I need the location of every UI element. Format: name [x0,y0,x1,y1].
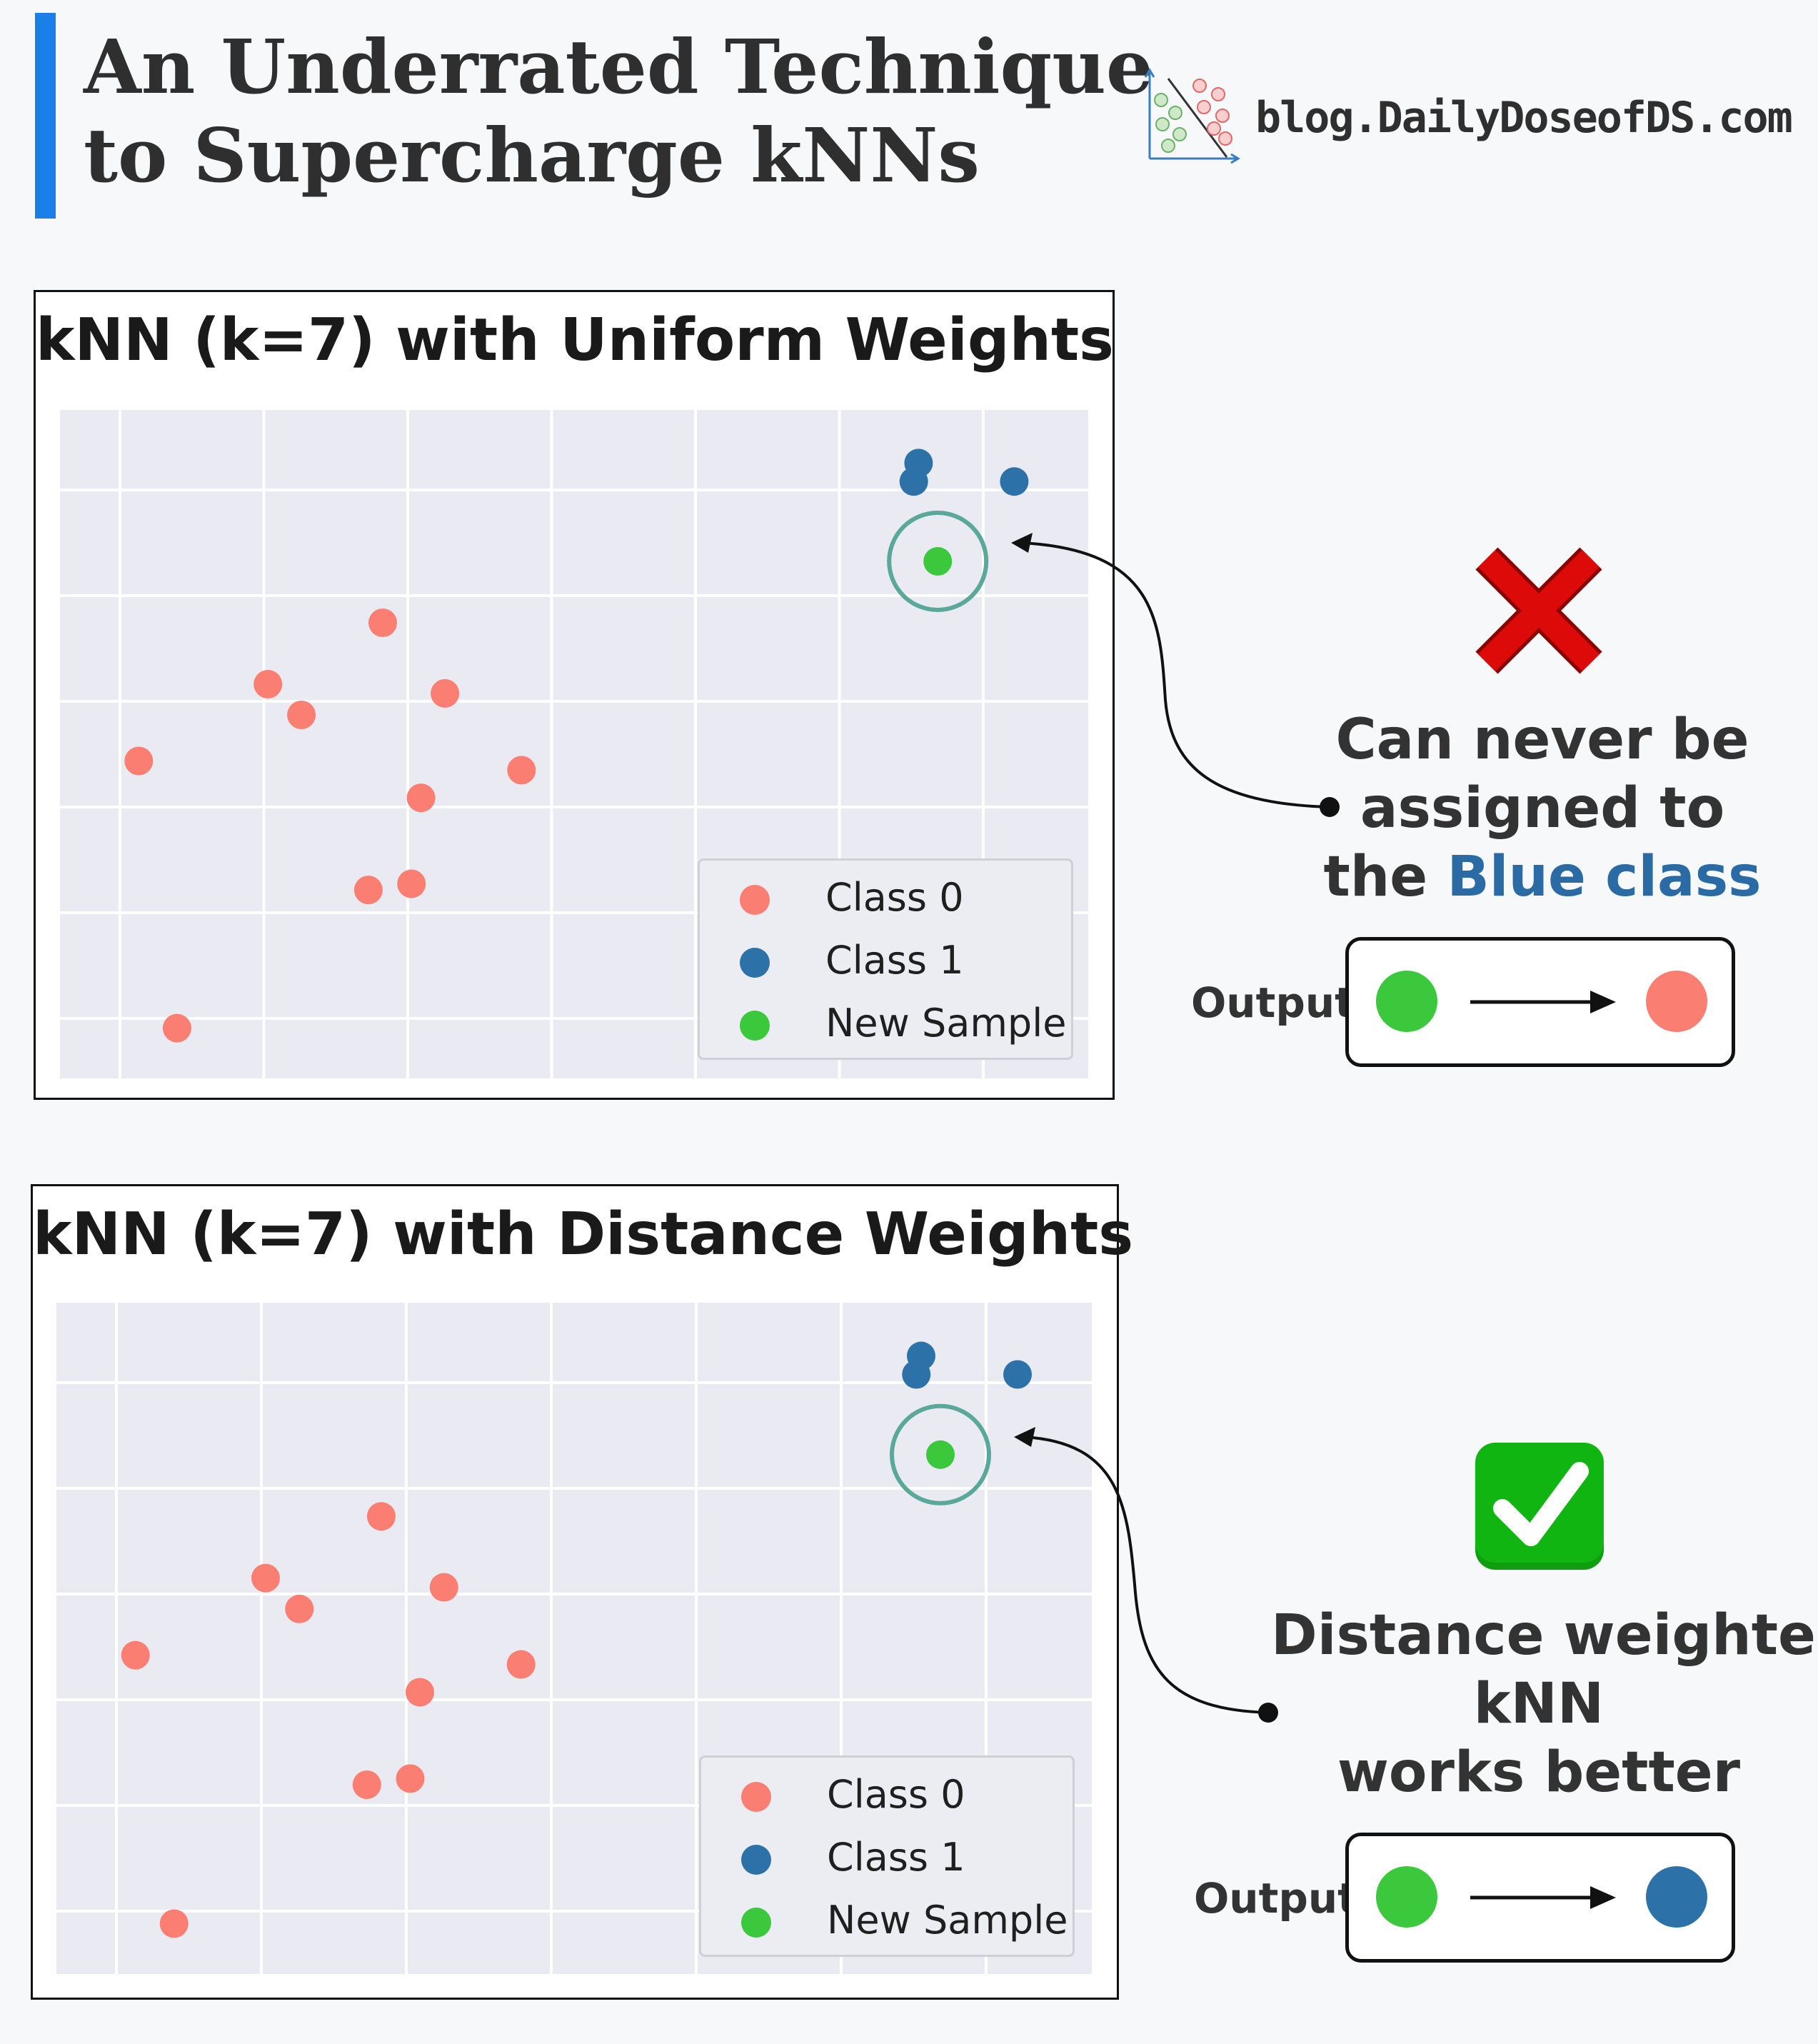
point-class-1 [1003,1360,1032,1389]
scatter-plot-svg [60,410,1088,1078]
point-class-0 [353,876,383,905]
callout-line-3: works better [1337,1740,1741,1805]
point-class-0 [124,746,154,776]
legend-marker-new-sample [741,1908,771,1938]
output-from-new-sample [1376,971,1437,1032]
chart-title: kNN (k=7) with Distance Weights [33,1201,1134,1268]
checkmark-icon [1475,1443,1604,1570]
point-class-0 [507,756,536,785]
point-class-0 [396,1764,425,1793]
point-class-1 [902,1360,931,1389]
scatter-logo-icon [1144,68,1240,164]
output-from-new-sample [1376,1866,1437,1928]
callout-line-2: assigned to [1360,776,1725,841]
legend-marker-class-1 [741,1845,771,1875]
chart-title: kNN (k=7) with Uniform Weights [36,306,1114,374]
brand-url[interactable]: blog.DailyDoseofDS.com [1255,93,1793,143]
point-new-sample [923,547,953,576]
legend-marker-new-sample [740,1011,770,1041]
distance-weights-panel: kNN (k=7) with Distance Weights Class 0 … [31,1184,1134,2000]
right-arrow-icon [1470,1886,1616,1909]
point-class-0 [121,1640,150,1670]
legend-item-new-sample: New Sample [701,1890,1073,1953]
distance-output-box [1345,1833,1735,1963]
legend-label-class-0: Class 0 [825,875,964,920]
legend-label-new-sample: New Sample [827,1898,1068,1943]
legend-label-class-1: Class 1 [827,1835,965,1880]
title-line-1: An Underrated Technique [84,23,1153,111]
brand: blog.DailyDoseofDS.com [1142,66,1799,166]
legend-item-class-0: Class 0 [701,1765,1073,1828]
scatter-plot-area: Class 0 Class 1 New Sample [60,410,1088,1078]
point-class-0 [285,1594,314,1623]
legend-label-class-1: Class 1 [825,938,964,983]
title-line-2: to Supercharge kNNs [84,111,980,199]
uniform-output-box [1345,937,1735,1067]
point-class-0 [352,1770,381,1800]
point-class-1 [1000,467,1029,496]
output-label: Output [1194,1874,1357,1923]
page-title: An Underrated Technique to Supercharge k… [84,23,1153,200]
point-class-0 [406,783,436,813]
point-class-0 [287,701,316,729]
legend-marker-class-1 [740,948,770,978]
title-accent-bar [35,13,56,219]
point-class-0 [159,1909,189,1938]
callout-line-2: kNN [1473,1672,1604,1736]
point-class-0 [397,869,426,898]
legend-item-new-sample: New Sample [700,993,1071,1056]
point-class-0 [367,1502,396,1531]
output-label: Output [1191,978,1355,1027]
point-class-0 [506,1650,536,1679]
point-class-0 [429,1573,458,1602]
point-class-0 [251,1563,280,1593]
right-arrow-icon [1470,991,1616,1013]
legend-marker-class-0 [741,1782,771,1812]
scatter-plot-area: Class 0 Class 1 New Sample [56,1303,1092,1974]
distance-callout-text: Distance weighted kNN works better [1271,1601,1818,1807]
point-class-0 [368,608,397,637]
point-class-1 [899,467,928,496]
legend-label-class-0: Class 0 [827,1772,965,1817]
callout-line-3: the Blue class [1307,843,1778,911]
point-class-0 [253,670,283,698]
highlight-ring [887,511,989,612]
legend-item-class-1: Class 1 [700,931,1071,993]
cross-icon [1475,547,1602,674]
output-to-class-1 [1646,1866,1707,1928]
legend-marker-class-0 [740,885,770,915]
uniform-callout-text: Can never be assigned to the Blue class [1307,706,1778,911]
chart-legend: Class 0 Class 1 New Sample [698,858,1073,1060]
point-class-0 [431,678,460,708]
point-new-sample [926,1440,955,1469]
chart-legend: Class 0 Class 1 New Sample [699,1755,1075,1957]
callout-line-3-prefix: the [1323,845,1447,909]
uniform-weights-panel: kNN (k=7) with Uniform Weights Class 0 C… [34,290,1115,1100]
callout-line-1: Distance weighted [1271,1603,1818,1668]
blue-class-highlight: Blue class [1447,845,1762,909]
scatter-plot-svg [56,1303,1092,1974]
output-to-class-0 [1646,971,1707,1032]
highlight-ring [890,1403,991,1506]
callout-line-1: Can never be [1335,708,1749,772]
legend-item-class-1: Class 1 [701,1828,1073,1890]
legend-item-class-0: Class 0 [700,868,1071,931]
point-class-0 [406,1678,434,1707]
legend-label-new-sample: New Sample [825,1001,1067,1046]
point-class-0 [162,1013,191,1043]
